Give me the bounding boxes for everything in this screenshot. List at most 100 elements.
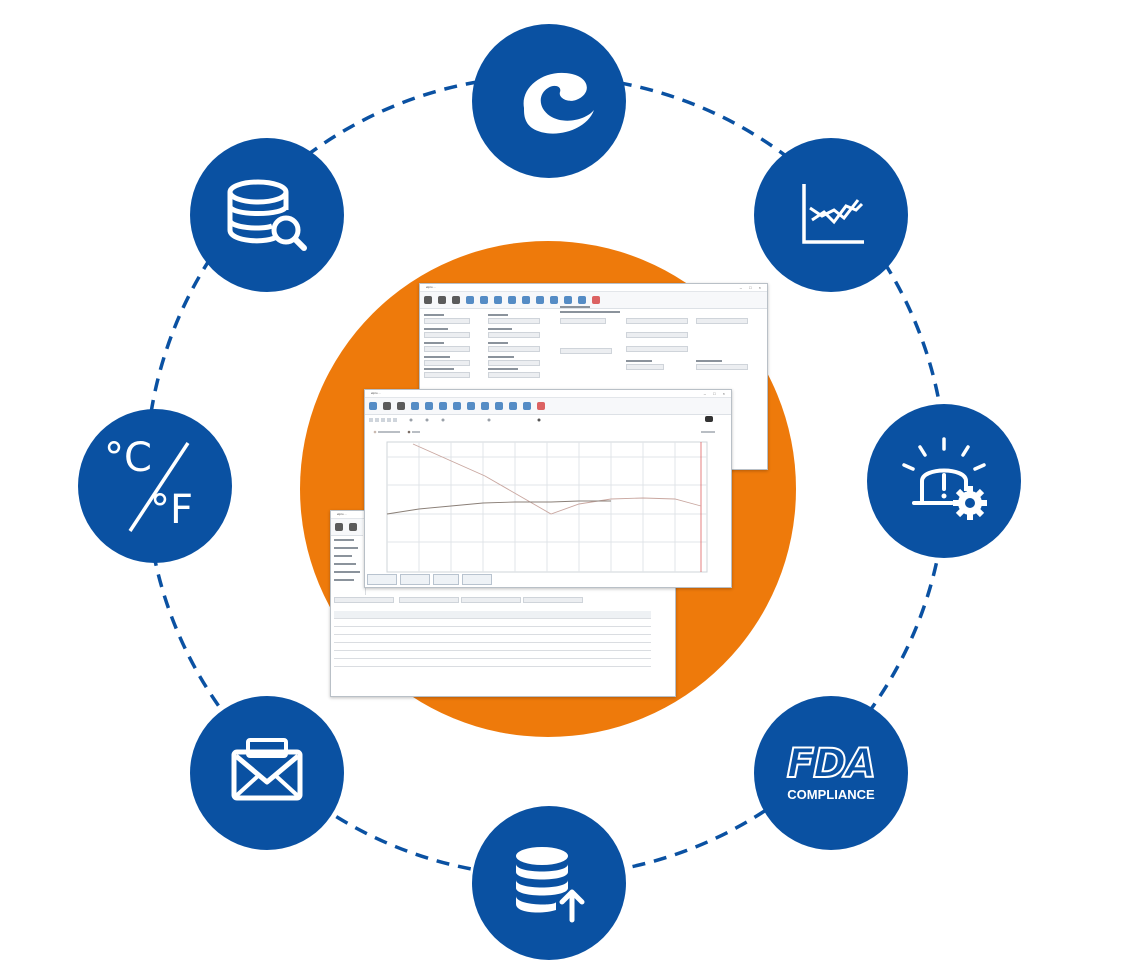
report-sidebar	[331, 535, 366, 595]
table-row	[334, 619, 651, 627]
search-node	[190, 138, 344, 292]
settings-window: elpro ... – □ ×	[419, 283, 768, 470]
email-node	[190, 696, 344, 850]
toolbar-button[interactable]	[467, 402, 475, 410]
form-field[interactable]	[334, 597, 394, 603]
chart-series-line	[412, 443, 702, 515]
table-row	[334, 627, 651, 635]
table-row	[334, 611, 651, 619]
trend-node	[754, 138, 908, 292]
toolbar-button[interactable]	[523, 402, 531, 410]
units-node: °C °F	[78, 409, 232, 563]
form-field[interactable]	[461, 597, 521, 603]
toolbar-button[interactable]	[424, 296, 432, 304]
database-search-icon	[227, 179, 307, 251]
chart-action-button[interactable]	[400, 574, 430, 585]
toolbar-button[interactable]	[522, 296, 530, 304]
toolbar-button[interactable]	[495, 402, 503, 410]
form-field[interactable]	[399, 597, 459, 603]
window-title: elpro ...	[371, 391, 382, 395]
table-row	[334, 635, 651, 643]
email-notification-icon	[231, 738, 303, 801]
table-row	[334, 651, 651, 659]
form-field[interactable]	[488, 318, 540, 324]
elpro-e-logo-icon	[523, 72, 594, 134]
form-field[interactable]	[424, 372, 470, 378]
window-titlebar: elpro ... – □ ×	[365, 390, 731, 398]
window-controls[interactable]: – □ ×	[739, 285, 764, 290]
toolbar-button[interactable]	[349, 523, 357, 531]
line-chart-icon	[802, 184, 864, 244]
form-field[interactable]	[488, 372, 540, 378]
toolbar-button[interactable]	[397, 402, 405, 410]
toolbar-button[interactable]	[466, 296, 474, 304]
toolbar-button[interactable]	[425, 402, 433, 410]
window-title: elpro ...	[426, 285, 437, 289]
chart-window: elpro ... – □ ×	[364, 389, 732, 588]
form-field[interactable]	[424, 332, 470, 338]
toolbar-button[interactable]	[481, 402, 489, 410]
window-controls[interactable]: – □ ×	[703, 391, 728, 396]
toolbar-button[interactable]	[578, 296, 586, 304]
toolbar-button[interactable]	[383, 402, 391, 410]
window-toolbar	[365, 398, 731, 415]
chart-series-line	[386, 500, 611, 515]
fda-badge-subtitle: COMPLIANCE	[787, 787, 875, 802]
form-field[interactable]	[488, 346, 540, 352]
toolbar-button[interactable]	[537, 402, 545, 410]
form-field[interactable]	[626, 364, 664, 370]
toolbar-button[interactable]	[564, 296, 572, 304]
form-field[interactable]	[560, 318, 606, 324]
toolbar-button[interactable]	[536, 296, 544, 304]
software-node	[472, 24, 626, 178]
form-field[interactable]	[424, 346, 470, 352]
toolbar-button[interactable]	[452, 296, 460, 304]
window-toolbar	[331, 519, 363, 536]
form-field[interactable]	[424, 360, 470, 366]
celsius-fahrenheit-icon: °C °F	[100, 431, 210, 541]
table-row	[334, 659, 651, 667]
form-field[interactable]	[424, 318, 470, 324]
toolbar-button[interactable]	[411, 402, 419, 410]
fahrenheit-label: °F	[150, 487, 194, 533]
chart-action-button[interactable]	[462, 574, 492, 585]
toolbar-button[interactable]	[550, 296, 558, 304]
toolbar-button[interactable]	[592, 296, 600, 304]
toolbar-button[interactable]	[509, 402, 517, 410]
form-field[interactable]	[626, 346, 688, 352]
toolbar-button[interactable]	[453, 402, 461, 410]
form-field[interactable]	[560, 348, 612, 354]
window-titlebar: elpro ... – □ ×	[420, 284, 767, 292]
chart-options-row	[369, 416, 713, 422]
form-field[interactable]	[626, 332, 688, 338]
chart-grid	[386, 441, 708, 573]
alarm-settings-icon	[902, 437, 987, 520]
toolbar-button[interactable]	[335, 523, 343, 531]
alarm-node	[867, 404, 1021, 558]
chart-button-row	[367, 574, 492, 585]
toolbar-button[interactable]	[438, 296, 446, 304]
fda-badge-title: FDA	[786, 741, 878, 787]
form-field[interactable]	[626, 318, 688, 324]
toolbar-button[interactable]	[369, 402, 377, 410]
celsius-label: °C	[104, 435, 152, 481]
form-field[interactable]	[488, 332, 540, 338]
form-field[interactable]	[523, 597, 583, 603]
toolbar-button[interactable]	[480, 296, 488, 304]
window-toolbar	[420, 292, 767, 309]
form-field[interactable]	[696, 364, 748, 370]
fda-node: FDA COMPLIANCE	[754, 696, 908, 850]
window-title: elpro ...	[337, 512, 348, 516]
chart-action-button[interactable]	[433, 574, 459, 585]
toolbar-button[interactable]	[439, 402, 447, 410]
chart-legend	[373, 430, 715, 434]
form-field[interactable]	[696, 318, 748, 324]
table-row	[334, 643, 651, 651]
toolbar-button[interactable]	[494, 296, 502, 304]
backup-node	[472, 806, 626, 960]
chart-action-button[interactable]	[367, 574, 397, 585]
database-upload-icon	[516, 847, 585, 923]
toolbar-button[interactable]	[508, 296, 516, 304]
temperature-chart	[369, 416, 715, 573]
form-field[interactable]	[488, 360, 540, 366]
